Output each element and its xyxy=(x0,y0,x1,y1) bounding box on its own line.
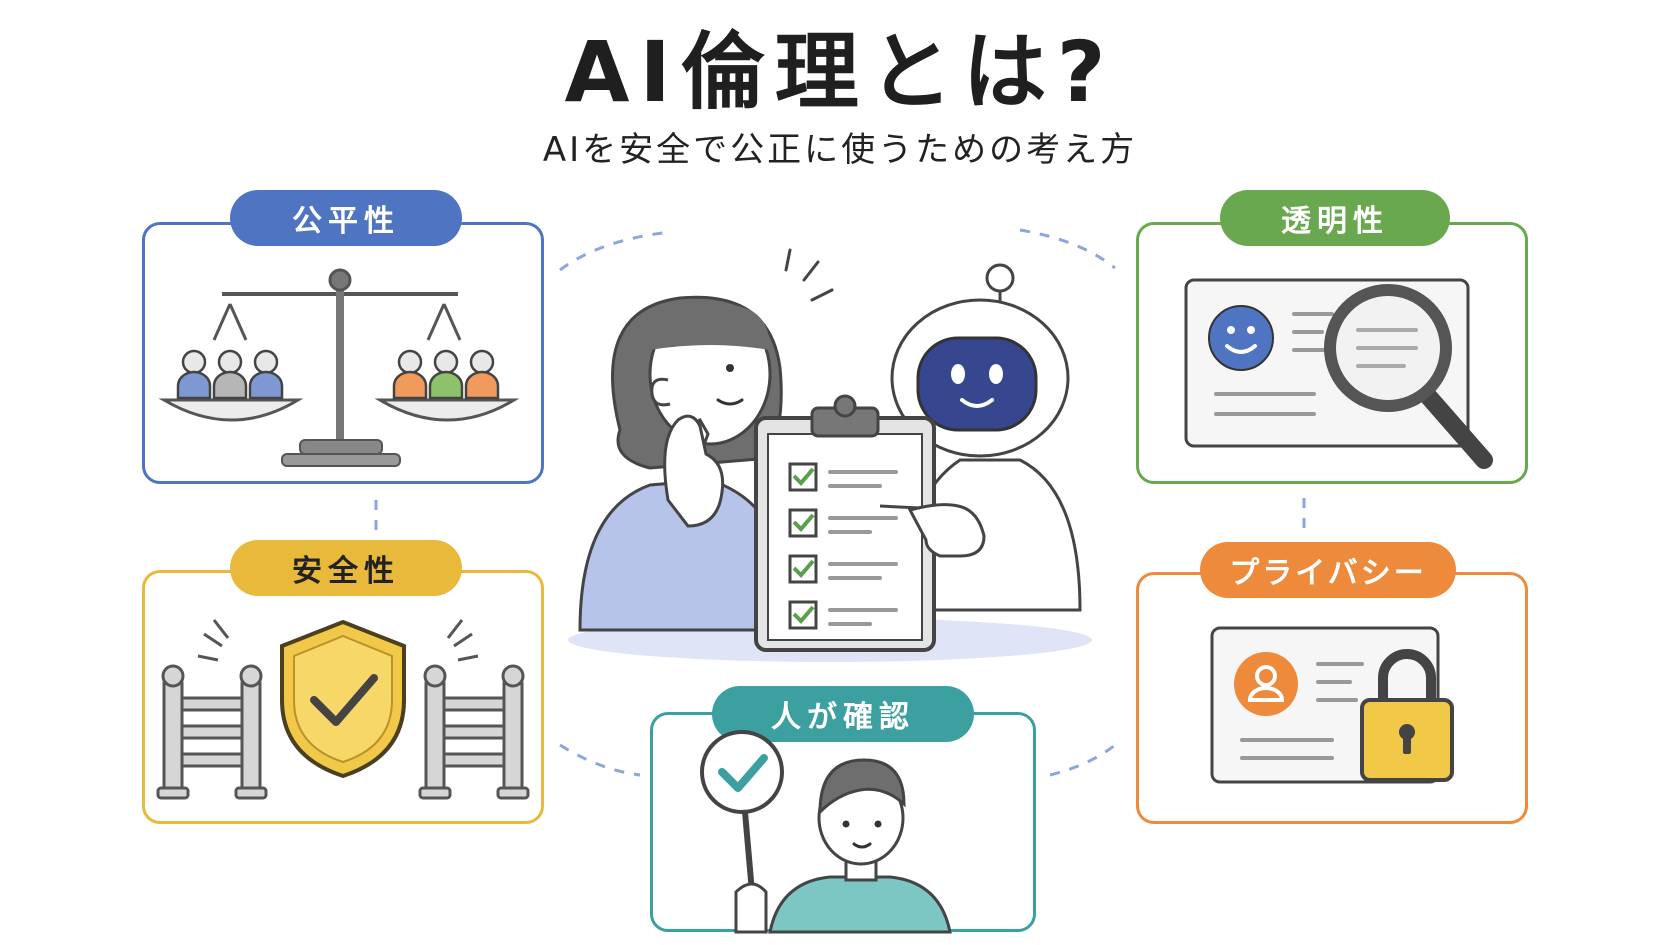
magnifier-document-icon xyxy=(1184,278,1493,469)
privacy-label: プライバシー xyxy=(1200,542,1456,598)
transparency-label: 透明性 xyxy=(1220,190,1450,246)
fairness-label: 公平性 xyxy=(230,190,462,246)
page-title: AI倫理とは? xyxy=(564,23,1116,121)
padlock-id-card-icon xyxy=(1210,626,1454,784)
transparency-label-text: 透明性 xyxy=(1281,204,1389,239)
person-check-sign-icon xyxy=(700,730,952,934)
safety-label: 安全性 xyxy=(230,540,462,596)
balance-scale-icon xyxy=(158,268,520,467)
privacy-label-text: プライバシー xyxy=(1229,556,1427,591)
shield-check-icon xyxy=(156,619,530,800)
connector-bottom-left xyxy=(559,743,641,777)
connector-bottom-right xyxy=(1049,743,1116,777)
safety-label-text: 安全性 xyxy=(292,554,400,589)
page-subtitle: AIを安全で公正に使うための考え方 xyxy=(542,130,1138,170)
human-check-label-text: 人が確認 xyxy=(771,700,915,735)
connector-top-left xyxy=(559,230,671,272)
woman-robot-checklist-icon xyxy=(568,248,1092,662)
fairness-label-text: 公平性 xyxy=(292,204,400,239)
